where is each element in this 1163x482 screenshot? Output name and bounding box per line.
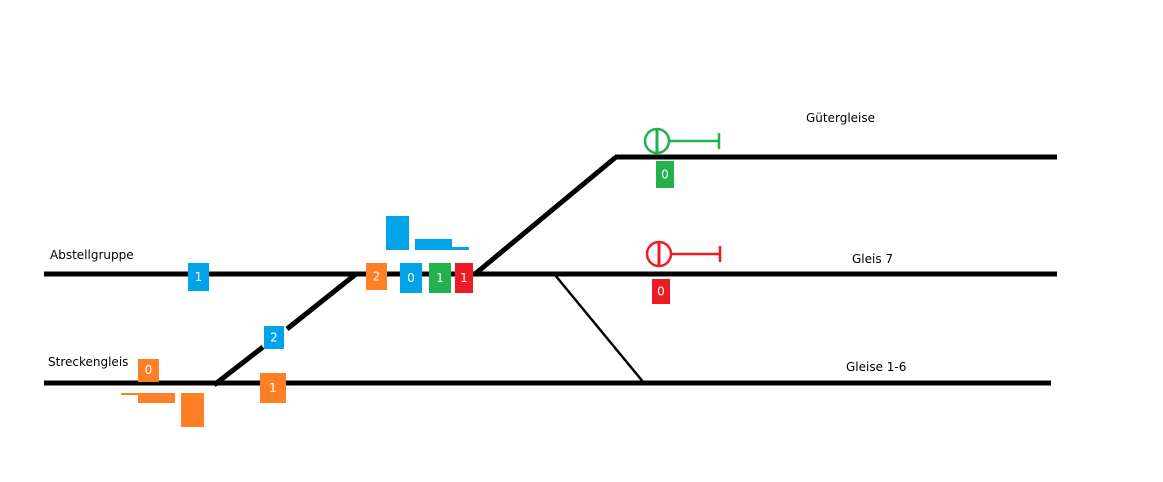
label-streckengleis: Streckengleis — [48, 355, 128, 369]
track-diagonal-gleise — [554, 274, 645, 384]
box-gleis7-red: 0 — [652, 279, 670, 304]
svg-text:1: 1 — [195, 270, 203, 284]
label-guetergleise: Gütergleise — [806, 111, 875, 125]
red-signal-icon — [645, 240, 722, 268]
label-gleise-1-6: Gleise 1-6 — [846, 360, 906, 374]
svg-text:1: 1 — [460, 271, 468, 285]
track-diagonal-lower-b — [285, 272, 358, 331]
box-strecken-orange: 0 — [138, 359, 159, 382]
orange-platform-shape — [121, 393, 204, 427]
svg-text:0: 0 — [145, 363, 153, 377]
svg-text:0: 0 — [657, 285, 665, 299]
track-diagonal-gueter — [473, 155, 618, 276]
label-gleis-7: Gleis 7 — [852, 252, 893, 266]
label-abstellgruppe: Abstellgruppe — [50, 248, 134, 262]
svg-text:1: 1 — [269, 381, 277, 395]
track-diagonal-lower-a — [212, 345, 265, 387]
box-gueter-green: 0 — [656, 161, 674, 188]
blue-platform-shape — [386, 216, 469, 250]
svg-text:0: 0 — [661, 168, 669, 182]
svg-text:2: 2 — [373, 270, 381, 284]
svg-text:1: 1 — [436, 271, 444, 285]
box-main-orange: 2 — [366, 263, 387, 290]
svg-text:2: 2 — [270, 331, 278, 345]
box-gleise-orange: 1 — [260, 373, 286, 403]
green-signal-icon — [643, 127, 721, 155]
box-main-green: 1 — [429, 263, 451, 293]
box-diagonal-blue: 2 — [264, 326, 284, 349]
svg-text:0: 0 — [407, 271, 415, 285]
box-abstell-blue: 1 — [188, 263, 209, 291]
box-main-blue: 0 — [400, 263, 422, 293]
box-main-red: 1 — [455, 263, 473, 293]
